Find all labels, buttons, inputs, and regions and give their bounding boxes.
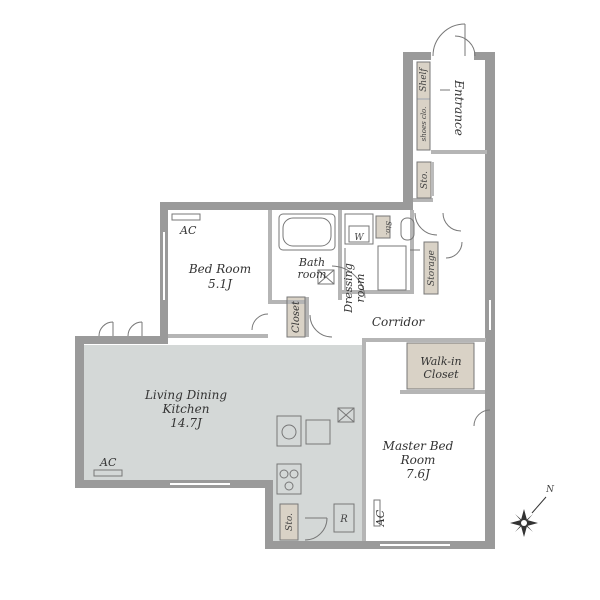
master-bed-room-label-2: Room bbox=[400, 453, 436, 467]
sto-lower-label: Sto. bbox=[285, 513, 295, 531]
storage-label: Storage bbox=[427, 250, 437, 286]
compass-rose-icon bbox=[510, 496, 547, 537]
living-dining-kitchen-label-1: Living Dining bbox=[144, 388, 227, 402]
shoes-closet-label: shoes clo. bbox=[420, 107, 428, 142]
entrance-door[interactable] bbox=[432, 23, 476, 57]
storage-fill-sto-bath bbox=[376, 216, 390, 238]
storage-fill-closet bbox=[287, 297, 305, 337]
living-dining-kitchen-label-3: 14.7J bbox=[170, 416, 203, 430]
bed-room-label-1: Bed Room bbox=[188, 262, 251, 276]
storage-fill-walkin bbox=[407, 343, 474, 389]
refrigerator-label: R bbox=[339, 514, 348, 525]
storage-fill-shelf bbox=[417, 62, 430, 98]
walk-in-closet-label-2: Closet bbox=[423, 368, 459, 381]
master-bed-room-label-3: 7.6J bbox=[406, 467, 431, 481]
sto-upper-label: Sto. bbox=[420, 171, 430, 189]
storage-fill-sto-upper bbox=[417, 162, 431, 198]
ac-label-living: AC bbox=[99, 456, 117, 469]
ac-label-bedroom: AC bbox=[179, 224, 197, 237]
bath-fixtures bbox=[278, 213, 420, 291]
storage-outlines bbox=[279, 61, 475, 541]
living-dining-kitchen-label-2: Kitchen bbox=[162, 402, 210, 416]
closet-label: Closet bbox=[291, 300, 302, 333]
ac-label-master: AC bbox=[374, 509, 387, 527]
master-bed-room-label-1: Master Bed bbox=[382, 439, 454, 453]
storage-fill-shoes bbox=[417, 100, 430, 150]
corridor-label: Corridor bbox=[372, 315, 426, 329]
dressing-room-label-1: Dressing bbox=[342, 263, 355, 314]
bed-room-label-2: 5.1J bbox=[208, 277, 233, 291]
bath-room-label-2: room bbox=[298, 268, 327, 281]
ac-units bbox=[93, 213, 381, 527]
shelf-label: Shelf bbox=[419, 67, 429, 92]
dressing-room-label-2: room bbox=[354, 274, 367, 303]
sto-bath-label: Sto. bbox=[384, 221, 392, 235]
storage-fill-sto-lower bbox=[280, 504, 298, 540]
windows bbox=[163, 232, 491, 546]
compass-north-label: N bbox=[545, 485, 555, 495]
entrance-label: Entrance bbox=[452, 79, 466, 136]
walk-in-closet-label-1: Walk-in bbox=[420, 355, 461, 368]
doors bbox=[98, 89, 491, 541]
storage-fill-storage bbox=[424, 242, 438, 294]
interior-walls bbox=[168, 150, 487, 541]
bath-room-label-1: Bath bbox=[298, 256, 325, 269]
washer-label: W bbox=[354, 233, 364, 243]
kitchen-fixtures bbox=[276, 269, 355, 533]
